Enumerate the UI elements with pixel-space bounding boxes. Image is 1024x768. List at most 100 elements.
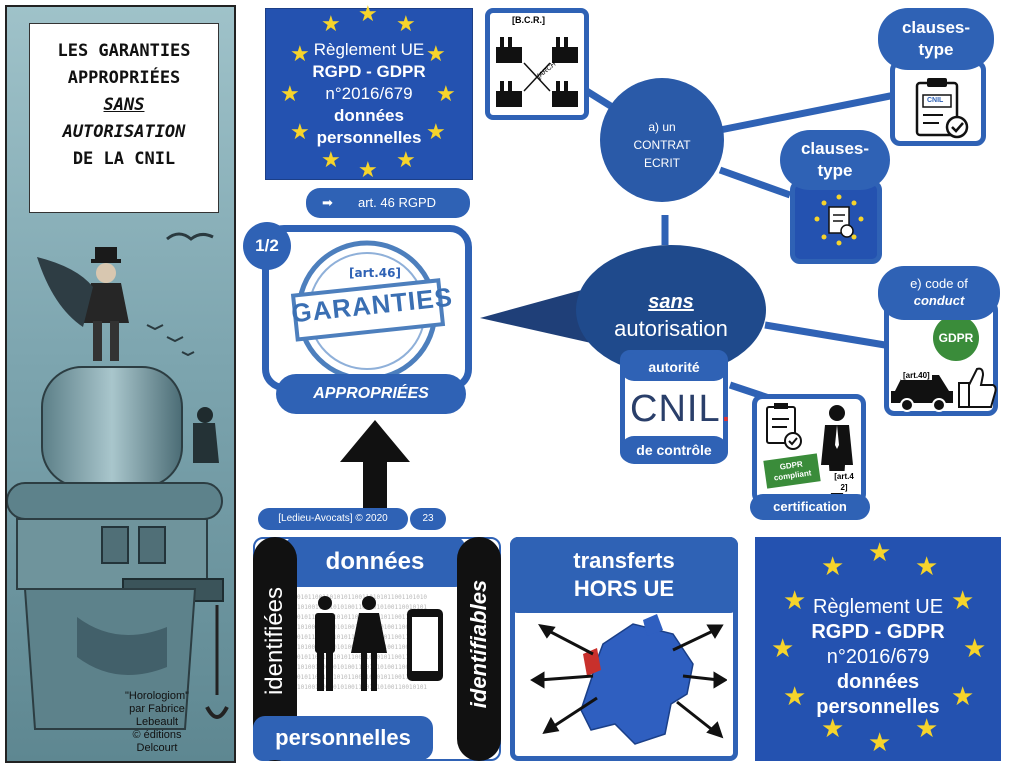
bcr-card: [B.C.R.] [ARCH — [485, 8, 589, 120]
art-line: [art.4 — [834, 472, 854, 481]
eu-star-icon: ★ — [963, 633, 987, 663]
article-46-label: art. 46 RGPD — [358, 195, 437, 210]
eu-star-icon: ★ — [915, 551, 939, 581]
comic-title-card: LES GARANTIES APPROPRIÉES SANS AUTORISAT… — [29, 23, 219, 213]
credit-line: Delcourt — [136, 742, 178, 754]
de-controle-label: de contrôle — [620, 436, 728, 464]
cnil-logo-text: CNIL — [630, 388, 721, 430]
eu-line-personnelles: personnelles — [316, 128, 422, 147]
arrow-up-icon — [340, 420, 410, 510]
autorisation-word: autorisation — [614, 316, 728, 341]
eu-clipboard-icon — [814, 194, 864, 246]
comic-title-line-5: DE LA CNIL — [72, 149, 176, 169]
svg-text:010110011010101100110101011001: 010110011010101100110101011001101010 — [297, 594, 427, 601]
europe-map-arrows-icon — [530, 614, 727, 745]
autorite-label: autorité — [620, 353, 728, 381]
page-badge: 1/2 — [243, 222, 291, 270]
sans-word: sans — [648, 291, 694, 313]
stamp-art-label: [art.46] — [349, 266, 401, 280]
clauses-title-line: clauses- — [800, 139, 870, 158]
code-of-conduct-title: e) code of conduct — [878, 266, 1000, 320]
eu-regulation-card-bottom: ★ ★ ★ ★ ★ ★ ★ ★ ★ ★ ★ ★ Règlement UE RGP… — [755, 537, 1001, 761]
eu-line-donnees: données — [334, 106, 404, 125]
eu-star-icon: ★ — [783, 585, 807, 615]
eu-line-reglement: Règlement UE — [812, 596, 944, 618]
comic-credit: "Horologiom" par Fabrice Lebeault © édit… — [97, 690, 217, 755]
credit-line: Lebeault — [135, 716, 179, 728]
eu-line-rgpd: RGPD - GDPR — [811, 621, 945, 643]
gdpr-badge: GDPR — [933, 315, 979, 361]
eu-star-icon: ★ — [426, 41, 446, 66]
credit-line: par Fabrice — [129, 703, 185, 715]
code-title-line: e) code of — [910, 276, 968, 291]
contrat-ecrit-node: a) un CONTRAT ECRIT — [600, 78, 724, 202]
clauses-type-eu-card — [790, 180, 882, 264]
personnelles-label: personnelles — [253, 716, 433, 760]
eu-line-rgpd: RGPD - GDPR — [312, 62, 426, 81]
appropriees-caption: APPROPRIÉES — [276, 374, 466, 414]
comic-title-line-1: LES GARANTIES — [57, 41, 191, 61]
contrat-line-1: a) un — [648, 120, 676, 134]
eu-star-icon: ★ — [290, 41, 310, 66]
eu-star-icon: ★ — [783, 681, 807, 711]
code-title-line: conduct — [913, 293, 965, 308]
identifiables-bar: identifiables — [457, 537, 501, 761]
article-46-link[interactable]: ➡ art. 46 RGPD — [306, 188, 470, 218]
eu-star-icon: ★ — [868, 537, 892, 567]
certified-person-icon — [766, 403, 853, 495]
comic-title-line-2: APPROPRIÉES — [67, 68, 181, 88]
clauses-type-cnil-card: CNIL — [890, 60, 986, 146]
car-art40-tag: [art.40] — [901, 371, 932, 380]
clauses-title-line: clauses- — [901, 18, 971, 37]
art-line: 2] — [840, 483, 848, 492]
bcr-label: [B.C.R.] — [512, 15, 545, 25]
eu-star-icon: ★ — [321, 147, 341, 172]
eu-star-icon: ★ — [868, 727, 892, 757]
garanties-card: [art.46] GARANTIES — [262, 225, 472, 391]
eu-line-number: n°2016/679 — [325, 84, 413, 103]
certification-card: GDPR compliant [art.4 2] — [752, 394, 866, 504]
sans-autorisation-node: sans autorisation — [576, 245, 766, 375]
transferts-line: HORS UE — [573, 576, 675, 601]
comic-title-line-3: SANS — [103, 95, 145, 115]
cnil-logo: CNIL. — [630, 388, 732, 431]
credit-line: © éditions — [132, 729, 182, 741]
comic-panel: LES GARANTIES APPROPRIÉES SANS AUTORISAT… — [5, 5, 236, 763]
eu-star-icon: ★ — [396, 147, 416, 172]
eu-line-reglement: Règlement UE — [313, 40, 425, 59]
eu-star-icon: ★ — [358, 1, 378, 26]
transferts-line: transferts — [573, 548, 675, 573]
transferts-title: transferts HORS UE — [510, 537, 738, 613]
clauses-type-title-2: clauses- type — [780, 130, 890, 190]
contrat-line-3: ECRIT — [644, 156, 680, 170]
eu-star-icon: ★ — [771, 633, 795, 663]
cnil-logo-dot: . — [720, 388, 733, 430]
comic-illustration — [7, 232, 229, 730]
eu-line-personnelles: personnelles — [816, 696, 940, 718]
clauses-title-line: type — [918, 40, 954, 59]
certification-caption: certification — [750, 494, 870, 520]
credit-line: "Horologiom" — [124, 690, 190, 702]
factory-network-icon — [496, 37, 578, 107]
eu-star-icon: ★ — [915, 713, 939, 743]
identifiables-label: identifiables — [466, 579, 491, 709]
art42-tag: [art.4 2] — [829, 471, 859, 493]
comic-title-line-4: AUTORISATION — [62, 122, 186, 142]
eu-star-icon: ★ — [426, 119, 446, 144]
eu-star-icon: ★ — [396, 11, 416, 36]
cnil-doc-label: CNIL — [927, 97, 944, 104]
svg-text:101001100101010011001010100110: 101001100101010011001010100110010101 — [297, 604, 427, 611]
eu-star-icon: ★ — [951, 681, 975, 711]
eu-line-number: n°2016/679 — [826, 646, 930, 668]
eu-line-donnees: données — [836, 671, 920, 693]
identifiees-label: identifiées — [261, 586, 288, 696]
page-number: 23 — [410, 508, 446, 530]
eu-star-icon: ★ — [358, 157, 378, 182]
copyright-label: [Ledieu-Avocats] © 2020 — [258, 508, 408, 530]
arrow-right-icon: ➡ — [322, 195, 333, 210]
contrat-line-2: CONTRAT — [633, 138, 691, 152]
eu-star-icon: ★ — [821, 551, 845, 581]
clauses-type-title-1: clauses- type — [878, 8, 994, 70]
clipboard-check-icon — [915, 78, 969, 139]
